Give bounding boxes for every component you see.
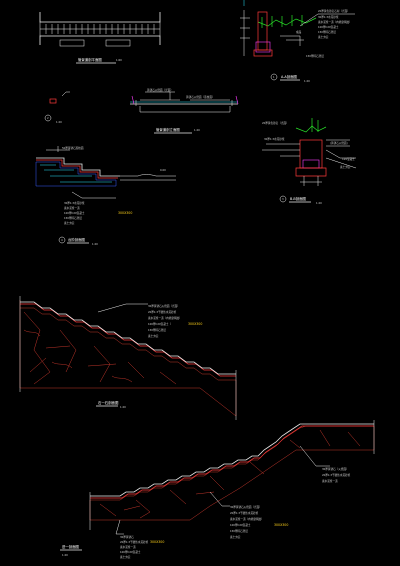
elevation-scale: 1:20 (194, 128, 200, 132)
elevation-label-right: 黄锈石火烧面（荔枝面） (186, 95, 215, 99)
svg-text:C20混凝土: C20混凝土 (342, 157, 355, 161)
pond-section: 50厚黄锈石荔枝面 0.00 30厚1:3水泥砂浆 素水泥浆一道 100厚C20… (35, 146, 176, 246)
svg-text:素水泥浆一道（内掺建筑胶）: 素水泥浆一道（内掺建筑胶） (148, 316, 182, 320)
section-a-title: A-A剖面图 (281, 74, 297, 79)
elevation-view: 黄锈石火烧面（光面） 黄锈石火烧面（荔枝面） 管景道剖立面图 1:20 (130, 88, 239, 134)
svg-text:30厚黄锈石（火烧面）: 30厚黄锈石（火烧面） (322, 467, 349, 471)
stair-two-title: 进一剖面图 (62, 544, 80, 549)
svg-text:20厚1:3干硬性水泥砂浆: 20厚1:3干硬性水泥砂浆 (230, 511, 259, 515)
stair-one-title: 石一石剖面图 (98, 400, 119, 405)
svg-text:20厚1:3干硬性水泥砂浆: 20厚1:3干硬性水泥砂浆 (322, 473, 351, 477)
svg-text:(黄锈石火烧面): (黄锈石火烧面) (330, 141, 348, 145)
svg-text:素土夯实: 素土夯实 (120, 555, 131, 559)
plan-scale: 1:60 (116, 58, 122, 62)
svg-text:素水泥浆一道: 素水泥浆一道 (322, 479, 338, 483)
stair-two-highlight-mid: 300X300 (274, 523, 288, 527)
pond-level: 0.00 (160, 168, 166, 172)
svg-text:素水泥浆一道（内掺建筑胶）: 素水泥浆一道（内掺建筑胶） (318, 20, 352, 24)
section-a-number: 1 (273, 75, 275, 79)
elevation-label-left: 黄锈石火烧面（光面） (147, 88, 173, 92)
section-a-scale: 1:20 (304, 79, 310, 83)
svg-text:150厚碎石垫层: 150厚碎石垫层 (148, 328, 166, 332)
svg-text:20厚黄色砂岩石材（光面）: 20厚黄色砂岩石材（光面） (318, 9, 350, 13)
pond-highlight: 300X300 (118, 211, 132, 215)
svg-text:30厚黄锈石火烧面（光面）: 30厚黄锈石火烧面（光面） (230, 505, 262, 509)
stair-section-one: 30厚黄锈石火烧面（光面） 20厚1:3干硬性水泥砂浆 素水泥浆一道（内掺建筑胶… (19, 296, 237, 420)
svg-text:素土夯实: 素土夯实 (64, 221, 75, 225)
svg-text:20厚黄色砂岩（光面）: 20厚黄色砂岩（光面） (262, 121, 289, 125)
svg-text:20厚1:3干硬性水泥砂浆: 20厚1:3干硬性水泥砂浆 (120, 540, 149, 544)
svg-text:150厚碎石垫层: 150厚碎石垫层 (318, 30, 336, 34)
svg-text:素水泥浆一道: 素水泥浆一道 (64, 206, 80, 210)
svg-text:素土夯实: 素土夯实 (318, 35, 329, 39)
section-b-scale: 1:20 (316, 201, 322, 205)
svg-text:100厚C20混凝土: 100厚C20混凝土 (120, 550, 141, 554)
section-a-detail: 20厚黄色砂岩石材（光面） 30厚1:3水泥砂浆 素水泥浆一道（内掺建筑胶） 1… (240, 0, 355, 83)
pond-top-note: 50厚黄锈石荔枝面 (62, 146, 84, 150)
pond-title: 台阶剖面图 (68, 237, 86, 242)
stair-one-highlight: 300X300 (188, 322, 202, 326)
plan-view: 管景道剖平面图 1:60 (39, 12, 161, 64)
svg-text:30厚1:3水泥砂浆: 30厚1:3水泥砂浆 (318, 15, 339, 19)
stair-two-scale: 1:20 (62, 553, 68, 557)
svg-text:150厚碎石垫层: 150厚碎石垫层 (230, 529, 248, 533)
svg-text:素水泥浆一道: 素水泥浆一道 (120, 545, 136, 549)
section-b-detail: 20厚黄色砂岩（光面） 30厚1:3水泥砂浆 C20混凝土 (黄锈石火烧面) 素… (262, 118, 357, 205)
section-a-bottom-note: 150厚碎石垫层 (306, 54, 324, 58)
svg-text:素水泥浆一道（内掺建筑胶）: 素水泥浆一道（内掺建筑胶） (230, 517, 264, 521)
stair-two-highlight-left: 300X300 (150, 540, 164, 544)
plan-title: 管景道剖平面图 (78, 57, 102, 62)
svg-text:素土夯实: 素土夯实 (340, 165, 351, 169)
svg-text:30厚黄锈石火烧面（光面）: 30厚黄锈石火烧面（光面） (148, 304, 180, 308)
section-b-title: B-B剖面图 (290, 196, 307, 201)
svg-text:100厚C20混凝土: 100厚C20混凝土 (64, 211, 85, 215)
small-detail-2: 2 1:20 (44, 91, 70, 124)
section-b-number: 3 (282, 197, 284, 201)
svg-text:30厚1:3水泥砂浆: 30厚1:3水泥砂浆 (264, 137, 285, 141)
detail-2-scale: 1:20 (56, 120, 62, 124)
pond-scale: 1:20 (92, 242, 98, 246)
svg-text:素土夯实: 素土夯实 (230, 535, 241, 539)
svg-text:20厚1:3干硬性水泥砂浆: 20厚1:3干硬性水泥砂浆 (148, 310, 177, 314)
svg-text:100厚C20混凝土: 100厚C20混凝土 (318, 25, 339, 29)
svg-text:150厚碎石垫层: 150厚碎石垫层 (64, 216, 82, 220)
svg-text:30厚1:3水泥砂浆: 30厚1:3水泥砂浆 (64, 201, 85, 205)
svg-text:素土夯实: 素土夯实 (148, 334, 159, 338)
stair-section-two: 30厚黄锈石（火烧面） 20厚1:3干硬性水泥砂浆 素水泥浆一道 30厚黄锈石火… (60, 420, 375, 559)
stair-one-scale: 1:20 (120, 405, 126, 409)
detail-2-number: 2 (47, 116, 49, 120)
section-a-side-note: 成品 (296, 30, 302, 34)
svg-text:100厚C20混凝土（: 100厚C20混凝土（ (148, 322, 171, 326)
svg-text:100厚C20混凝土: 100厚C20混凝土 (230, 523, 251, 527)
pond-number: 4 (61, 238, 63, 242)
svg-text:30厚黄锈石: 30厚黄锈石 (120, 535, 134, 539)
elevation-title: 管景道剖立面图 (156, 127, 180, 132)
